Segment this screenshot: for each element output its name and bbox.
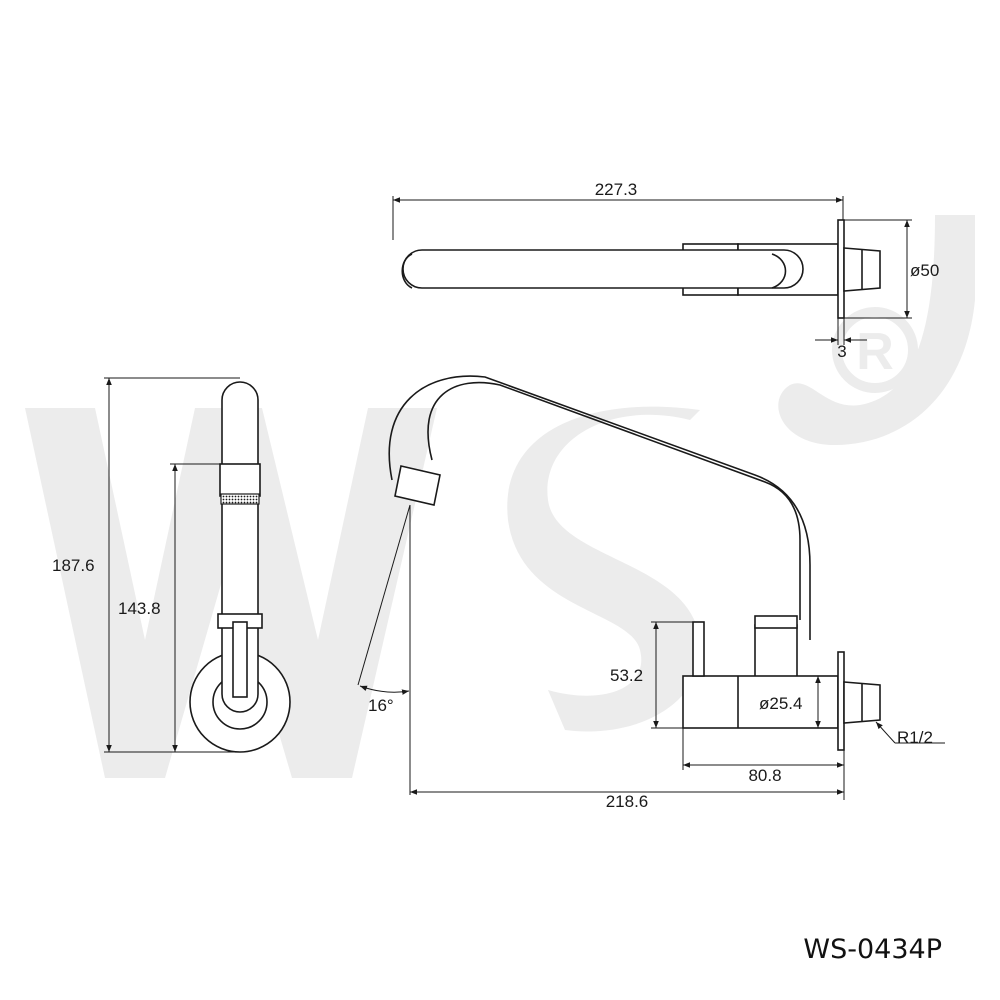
- registered-mark: [832, 307, 918, 393]
- dim-side-height-outlet: 143.8: [118, 599, 161, 618]
- dim-body-diameter: ø25.4: [759, 694, 802, 713]
- dim-top-length: 227.3: [595, 180, 638, 199]
- front-view: [357, 375, 945, 800]
- dim-thread: R1/2: [897, 728, 933, 747]
- top-view: [392, 196, 912, 345]
- side-view: [104, 377, 291, 753]
- registered-letter: R: [856, 323, 894, 381]
- dim-side-height-total: 187.6: [52, 556, 95, 575]
- dim-flange-thickness: 3: [837, 342, 846, 361]
- dim-spout-angle: 16°: [368, 696, 394, 715]
- model-number: WS-0434P: [803, 934, 942, 965]
- dim-body-height: 53.2: [610, 666, 643, 685]
- dim-body-length: 80.8: [748, 766, 781, 785]
- dim-flange-diameter: ø50: [910, 261, 939, 280]
- dim-total-reach: 218.6: [606, 792, 649, 811]
- watermark-logo: R: [25, 215, 975, 778]
